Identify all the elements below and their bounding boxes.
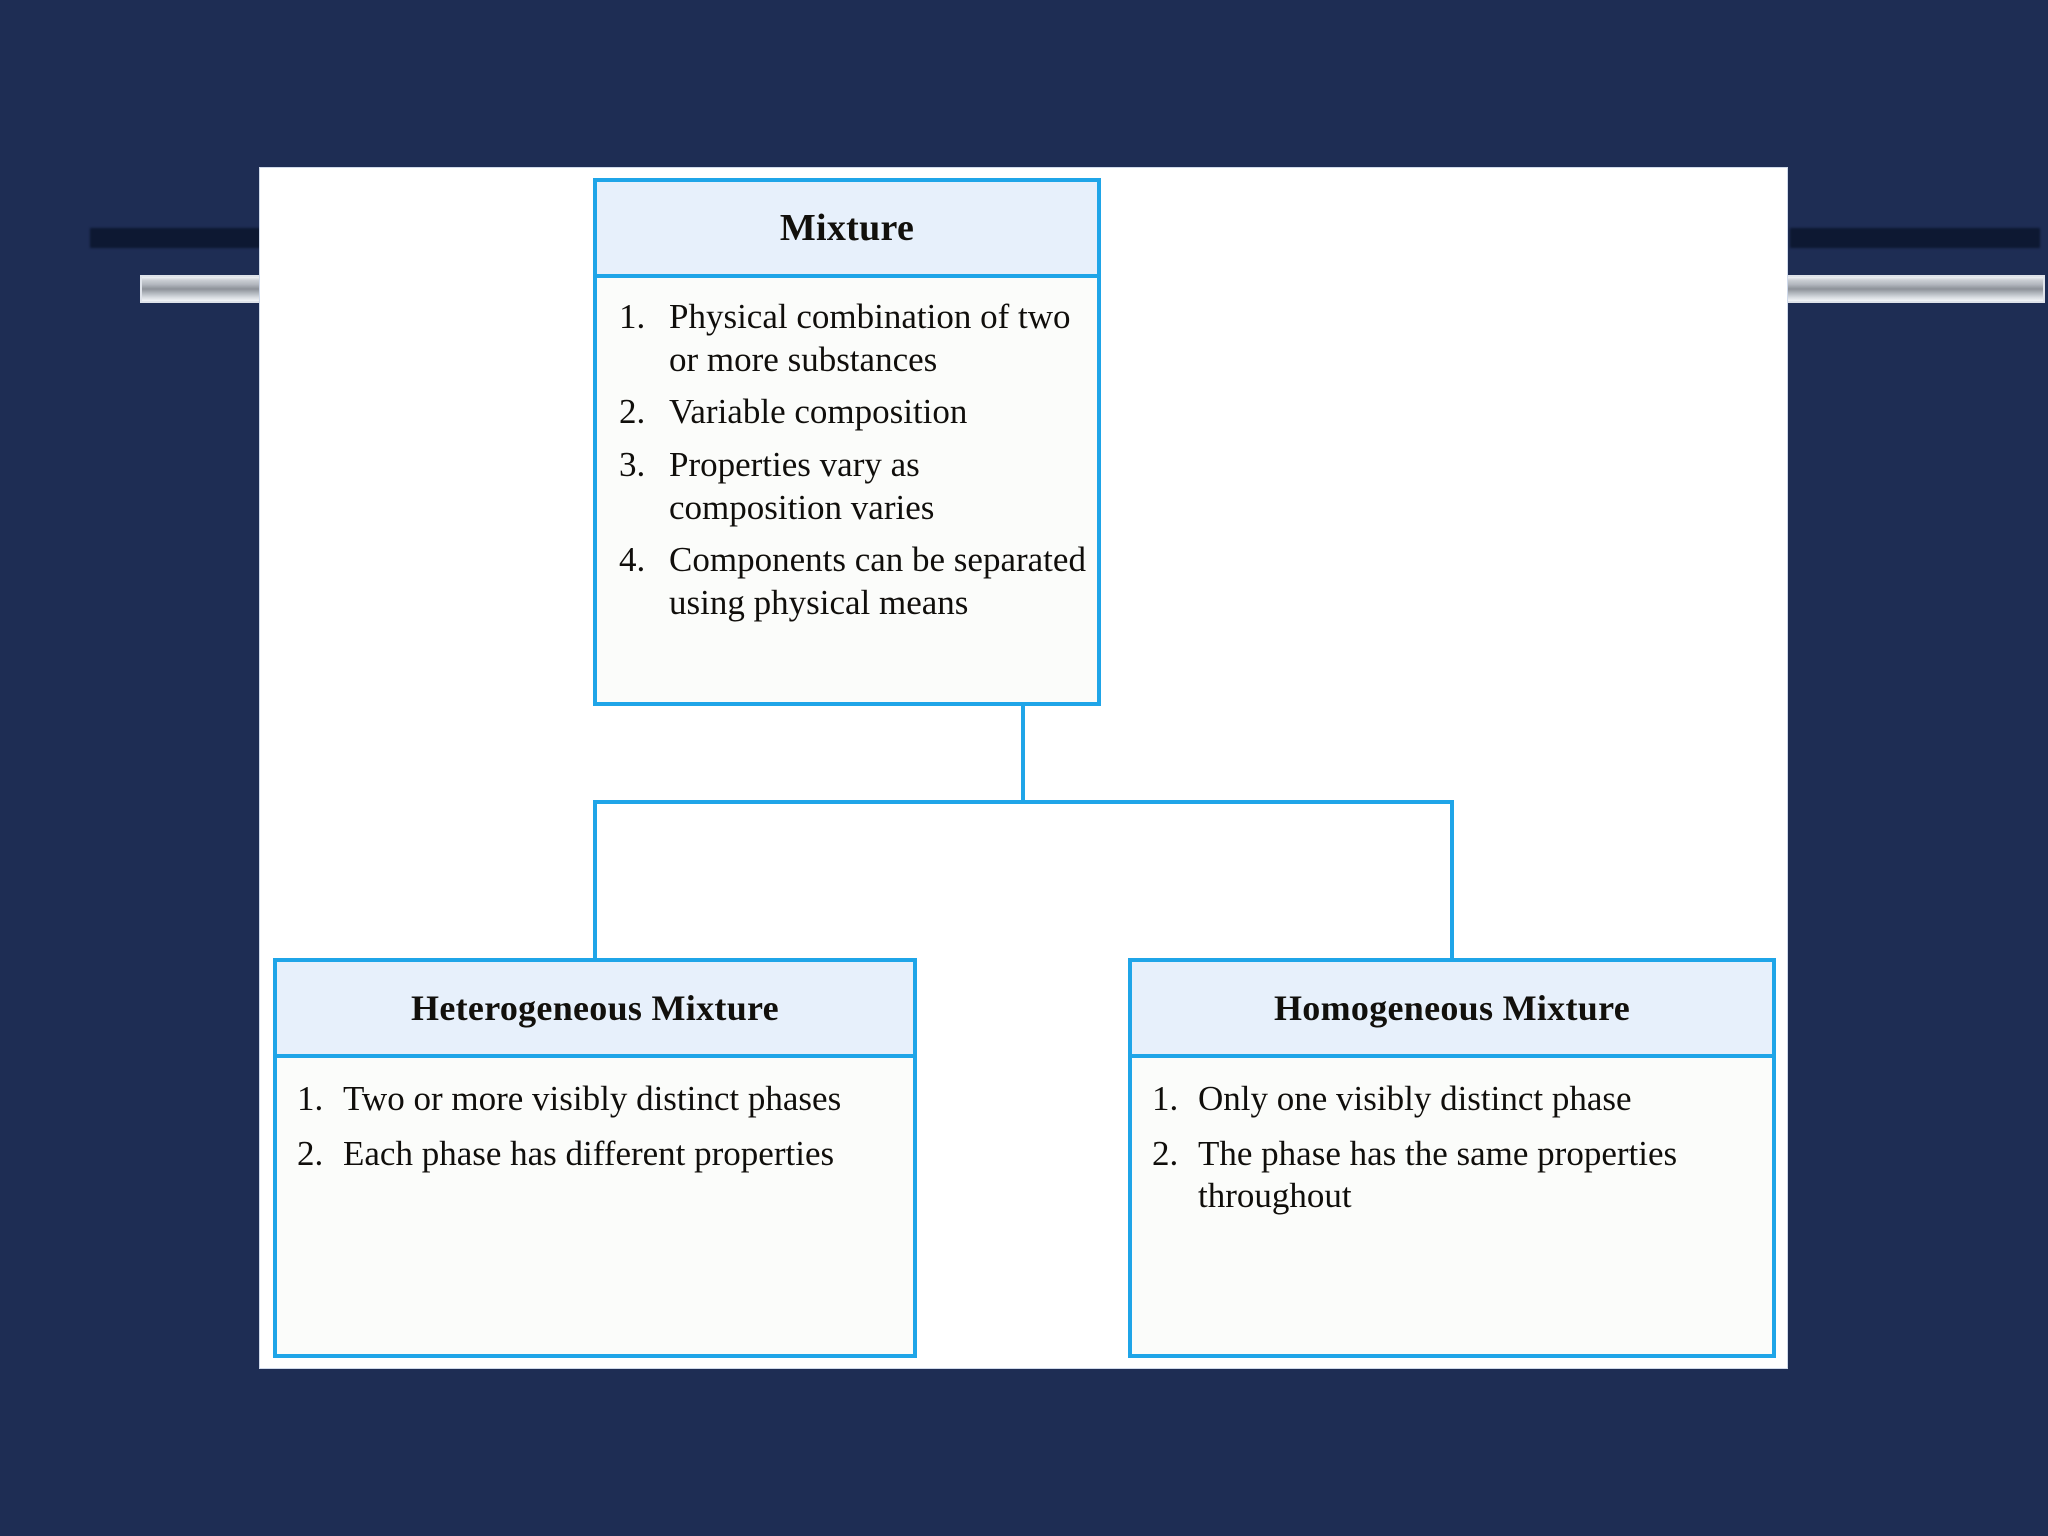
list-item-number: 1.	[297, 1079, 324, 1118]
decorative-dark-bar-right	[1790, 228, 2040, 248]
connector-drop-to-heterogeneous	[593, 800, 597, 960]
list-item-number: 3.	[619, 445, 646, 485]
list-item-text: Physical combination of two or more subs…	[669, 297, 1071, 379]
list-item-number: 1.	[619, 297, 646, 336]
slide-canvas: Mixture 1. Physical combination of two o…	[260, 168, 1787, 1368]
list-item-number: 2.	[619, 392, 646, 432]
node-mixture-title: Mixture	[597, 182, 1097, 278]
node-mixture[interactable]: Mixture 1. Physical combination of two o…	[593, 178, 1101, 706]
list-item-text: The phase has the same properties throug…	[1198, 1133, 1678, 1216]
node-mixture-fact-list: 1. Physical combination of two or more s…	[619, 296, 1087, 625]
list-item-text: Each phase has different properties	[343, 1133, 835, 1173]
list-item: 1. Only one visibly distinct phase	[1152, 1078, 1760, 1121]
list-item: 2. Each phase has different properties	[297, 1133, 901, 1176]
node-homogeneous-mixture-body: 1. Only one visibly distinct phase 2. Th…	[1132, 1058, 1772, 1243]
list-item: 1. Physical combination of two or more s…	[619, 296, 1087, 381]
connector-crossbar	[593, 800, 1454, 804]
node-heterogeneous-mixture-body: 1. Two or more visibly distinct phases 2…	[277, 1058, 913, 1200]
node-heterogeneous-mixture-fact-list: 1. Two or more visibly distinct phases 2…	[297, 1078, 901, 1175]
decorative-silver-bar-right	[1785, 275, 2045, 303]
list-item: 3. Properties vary as composition varies	[619, 444, 1087, 529]
list-item-number: 2.	[297, 1133, 324, 1173]
list-item-text: Properties vary as composition varies	[669, 445, 935, 527]
node-homogeneous-mixture-fact-list: 1. Only one visibly distinct phase 2. Th…	[1152, 1078, 1760, 1218]
connector-stem-from-root	[1021, 704, 1025, 804]
node-heterogeneous-mixture-title: Heterogeneous Mixture	[277, 962, 913, 1058]
list-item-text: Variable composition	[669, 392, 968, 432]
list-item: 2. The phase has the same properties thr…	[1152, 1133, 1760, 1218]
list-item-text: Components can be separated using physic…	[669, 540, 1086, 623]
node-homogeneous-mixture[interactable]: Homogeneous Mixture 1. Only one visibly …	[1128, 958, 1776, 1358]
node-heterogeneous-mixture[interactable]: Heterogeneous Mixture 1. Two or more vis…	[273, 958, 917, 1358]
node-mixture-body: 1. Physical combination of two or more s…	[597, 278, 1097, 645]
list-item-number: 2.	[1152, 1133, 1179, 1173]
list-item-number: 4.	[619, 540, 646, 580]
list-item: 1. Two or more visibly distinct phases	[297, 1078, 901, 1121]
node-homogeneous-mixture-title: Homogeneous Mixture	[1132, 962, 1772, 1058]
connector-drop-to-homogeneous	[1450, 800, 1454, 960]
list-item: 4. Components can be separated using phy…	[619, 539, 1087, 624]
list-item: 2. Variable composition	[619, 391, 1087, 434]
list-item-number: 1.	[1152, 1079, 1179, 1118]
list-item-text: Only one visibly distinct phase	[1198, 1079, 1632, 1118]
list-item-text: Two or more visibly distinct phases	[343, 1079, 842, 1118]
